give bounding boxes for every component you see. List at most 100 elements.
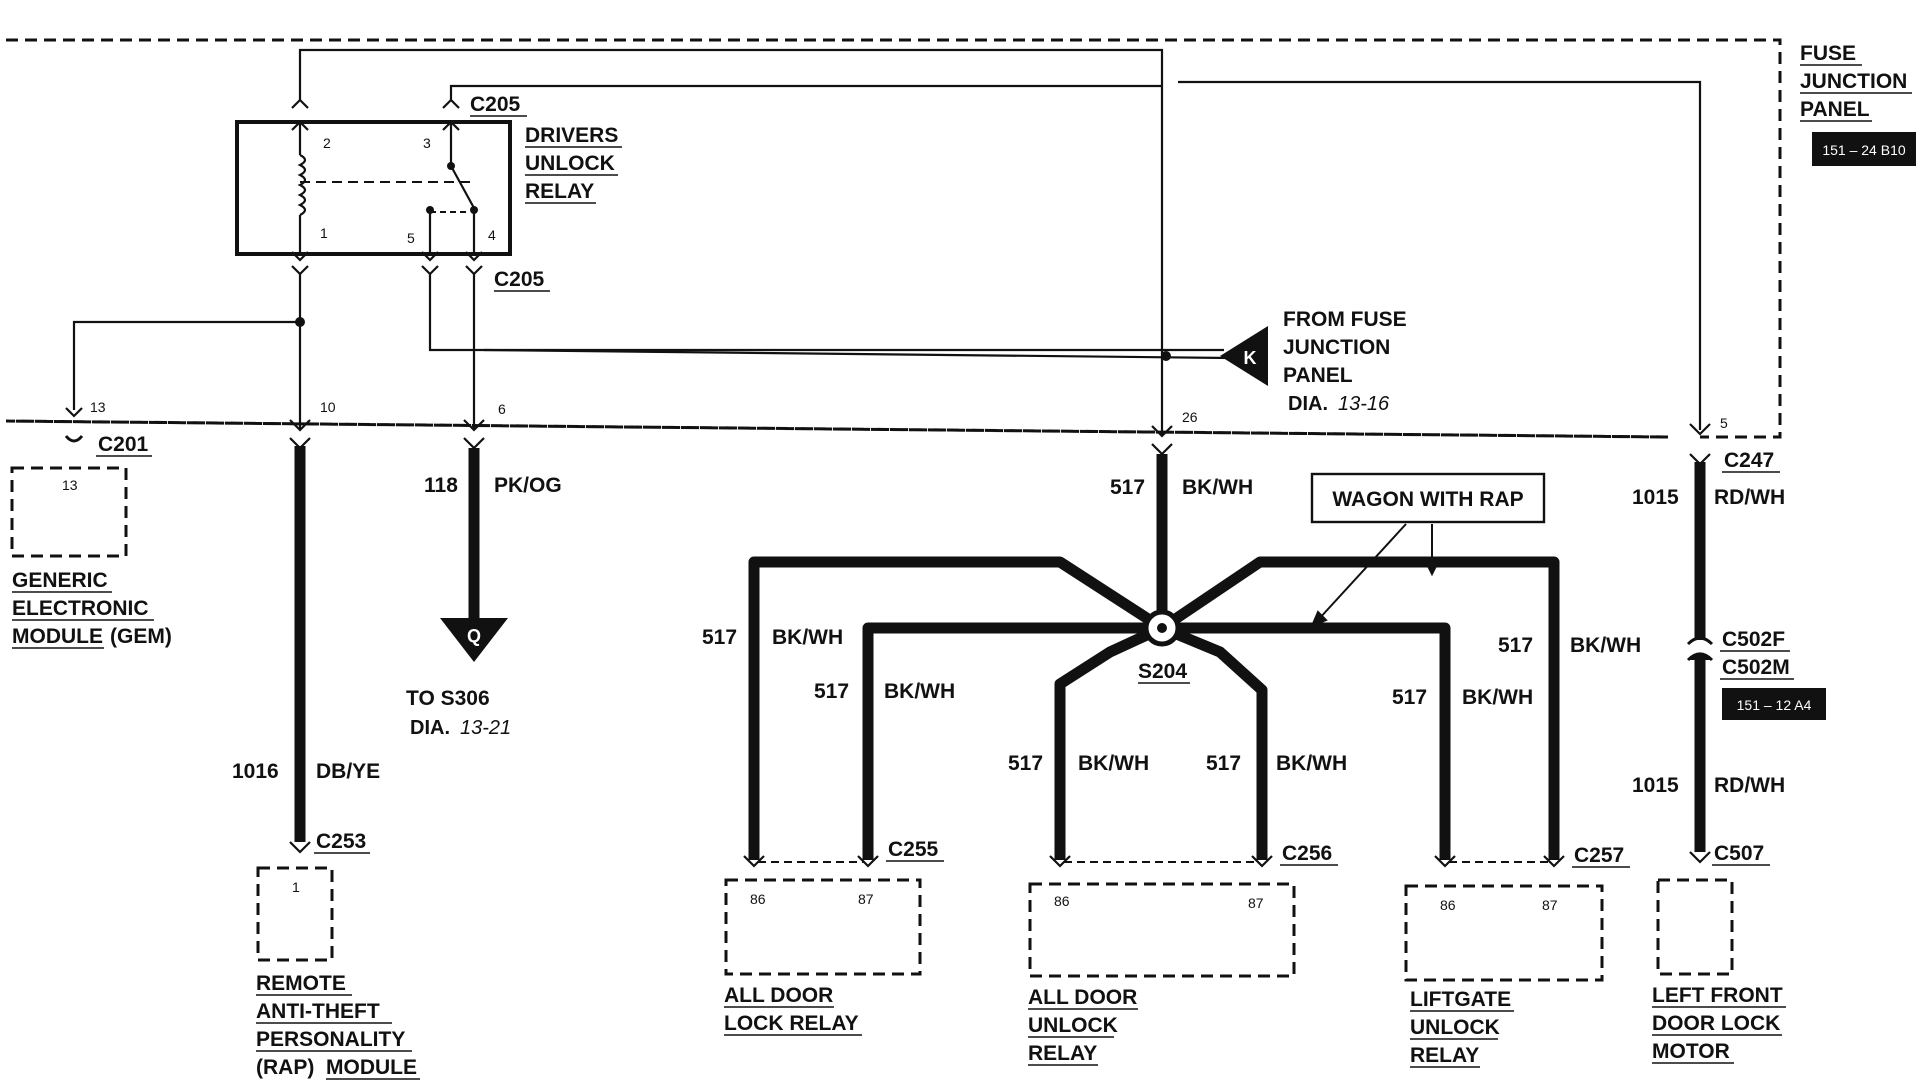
svg-text:1: 1	[320, 225, 328, 241]
svg-text:BK/WH: BK/WH	[884, 680, 955, 703]
svg-text:MOTOR: MOTOR	[1652, 1040, 1730, 1063]
svg-text:ALL DOOR: ALL DOOR	[724, 984, 833, 1007]
svg-text:517: 517	[702, 626, 737, 649]
svg-text:RD/WH: RD/WH	[1714, 486, 1785, 509]
gem-label: GENERIC ELECTRONIC MODULE (GEM)	[12, 569, 172, 649]
connector-c201: C201	[98, 433, 149, 456]
connector-c247: C247	[1724, 449, 1774, 472]
svg-text:ELECTRONIC: ELECTRONIC	[12, 597, 149, 620]
svg-text:517: 517	[814, 680, 849, 703]
svg-text:1015: 1015	[1632, 486, 1679, 509]
svg-text:UNLOCK: UNLOCK	[1028, 1014, 1118, 1037]
svg-text:BK/WH: BK/WH	[772, 626, 843, 649]
svg-text:REMOTE: REMOTE	[256, 972, 346, 995]
svg-text:JUNCTION: JUNCTION	[1800, 70, 1907, 93]
fjp-ref-box	[1812, 132, 1916, 166]
svg-text:86: 86	[750, 891, 766, 907]
svg-text:BK/WH: BK/WH	[1276, 752, 1347, 775]
svg-text:DIA.: DIA.	[1288, 393, 1328, 415]
svg-text:517: 517	[1206, 752, 1241, 775]
connector-c253: C253	[316, 830, 366, 853]
svg-text:13: 13	[62, 477, 78, 493]
connector-c205-bottom: C205	[494, 268, 545, 291]
svg-text:RELAY: RELAY	[525, 180, 594, 203]
wagon-note-arrows	[1310, 523, 1440, 628]
svg-text:151 – 12 A4: 151 – 12 A4	[1737, 697, 1812, 713]
svg-text:FUSE: FUSE	[1800, 42, 1856, 65]
liftgate-unlock-relay-label: LIFTGATE UNLOCK RELAY	[1410, 988, 1514, 1068]
all-door-unlock-relay-label: ALL DOOR UNLOCK RELAY	[1028, 986, 1138, 1066]
svg-text:MODULE: MODULE	[12, 625, 103, 648]
relay-internals	[297, 122, 478, 254]
svg-text:6: 6	[498, 401, 506, 417]
svg-text:(RAP): (RAP)	[256, 1056, 314, 1079]
svg-text:RELAY: RELAY	[1028, 1042, 1097, 1065]
svg-text:87: 87	[1542, 897, 1558, 913]
svg-text:BK/WH: BK/WH	[1570, 634, 1641, 657]
svg-text:517: 517	[1110, 476, 1145, 499]
door-lock-motor-harness	[1686, 462, 1714, 864]
all-door-lock-relay-label: ALL DOOR LOCK RELAY	[724, 984, 862, 1036]
svg-text:TO S306: TO S306	[406, 687, 490, 710]
door-lock-motor-label: LEFT FRONT DOOR LOCK MOTOR	[1652, 984, 1786, 1064]
from-fuse-k-connector: K FROM FUSE JUNCTION PANEL DIA. 13-16	[1220, 308, 1407, 415]
drivers-unlock-relay-box	[235, 120, 512, 256]
svg-text:LIFTGATE: LIFTGATE	[1410, 988, 1511, 1011]
svg-text:PERSONALITY: PERSONALITY	[256, 1028, 405, 1051]
svg-text:13-21: 13-21	[460, 717, 511, 739]
fjp-internal-wiring	[72, 48, 1702, 436]
svg-text:26: 26	[1182, 409, 1198, 425]
svg-text:DRIVERS: DRIVERS	[525, 124, 618, 147]
svg-text:13-16: 13-16	[1338, 393, 1390, 415]
svg-text:Q: Q	[467, 626, 481, 646]
svg-text:2: 2	[323, 135, 331, 151]
connector-c502f: C502F	[1722, 628, 1785, 651]
svg-text:1: 1	[292, 879, 300, 895]
drivers-unlock-relay-label: DRIVERS UNLOCK RELAY	[525, 124, 622, 204]
relay-connector-chevrons	[291, 98, 483, 276]
svg-text:517: 517	[1008, 752, 1043, 775]
connector-c256: C256	[1282, 842, 1332, 865]
gem-module-box	[10, 466, 128, 558]
svg-text:10: 10	[320, 399, 336, 415]
s204-harness	[748, 454, 1560, 860]
svg-text:K: K	[1244, 348, 1257, 368]
connector-c257: C257	[1574, 844, 1624, 867]
connector-c507: C507	[1714, 842, 1764, 865]
svg-text:BK/WH: BK/WH	[1182, 476, 1253, 499]
svg-text:BK/WH: BK/WH	[1462, 686, 1533, 709]
bottom-chevrons	[743, 855, 1565, 868]
svg-text:LEFT FRONT: LEFT FRONT	[1652, 984, 1783, 1007]
svg-text:517: 517	[1392, 686, 1427, 709]
svg-text:DIA.: DIA.	[410, 717, 450, 739]
q-connector-symbol	[440, 618, 508, 662]
svg-text:UNLOCK: UNLOCK	[1410, 1016, 1500, 1039]
svg-text:JUNCTION: JUNCTION	[1283, 336, 1390, 359]
svg-text:BK/WH: BK/WH	[1078, 752, 1149, 775]
svg-text:DOOR LOCK: DOOR LOCK	[1652, 1012, 1780, 1035]
all-door-unlock-relay-box	[1028, 882, 1296, 978]
svg-text:(GEM): (GEM)	[110, 625, 172, 648]
svg-text:118: 118	[424, 474, 458, 497]
svg-text:5: 5	[407, 230, 415, 246]
connector-c255: C255	[888, 838, 939, 861]
door-lock-motor-box	[1656, 878, 1734, 976]
svg-text:87: 87	[1248, 895, 1264, 911]
door-motor-ref-box	[1722, 688, 1826, 720]
rap-module-box	[256, 866, 334, 962]
svg-text:86: 86	[1054, 893, 1070, 909]
svg-text:PANEL: PANEL	[1283, 364, 1353, 387]
svg-text:1015: 1015	[1632, 774, 1679, 797]
svg-text:GENERIC: GENERIC	[12, 569, 108, 592]
svg-text:86: 86	[1440, 897, 1456, 913]
svg-text:3: 3	[423, 135, 431, 151]
svg-text:DB/YE: DB/YE	[316, 760, 380, 783]
svg-text:ANTI-THEFT: ANTI-THEFT	[256, 1000, 380, 1023]
liftgate-unlock-relay-box	[1404, 884, 1604, 982]
rap-label: REMOTE ANTI-THEFT PERSONALITY (RAP) MODU…	[256, 972, 420, 1080]
wagon-with-rap-note-box	[1310, 472, 1546, 524]
svg-text:MODULE: MODULE	[326, 1056, 417, 1079]
svg-text:151 – 24 B10: 151 – 24 B10	[1822, 142, 1906, 158]
svg-text:LOCK RELAY: LOCK RELAY	[724, 1012, 859, 1035]
